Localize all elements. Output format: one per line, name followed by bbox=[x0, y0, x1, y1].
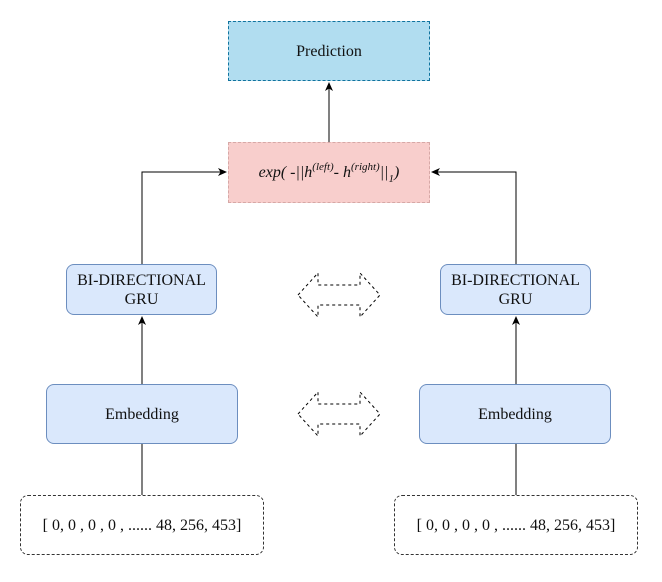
right-gru-label: BI-DIRECTIONAL GRU bbox=[451, 271, 580, 308]
right-embedding-label: Embedding bbox=[478, 405, 552, 423]
left-input-box: [ 0, 0 , 0 , 0 , ...... 48, 256, 453] bbox=[20, 495, 264, 555]
right-input-box: [ 0, 0 , 0 , 0 , ...... 48, 256, 453] bbox=[394, 495, 638, 555]
right-input-sequence: [ 0, 0 , 0 , 0 , ...... 48, 256, 453] bbox=[416, 516, 616, 534]
similarity-box: exp( -||h(left)- h(right)||1) bbox=[228, 142, 430, 203]
left-embedding-box: Embedding bbox=[46, 384, 238, 444]
left-gru-box: BI-DIRECTIONAL GRU bbox=[66, 264, 217, 315]
left-input-sequence: [ 0, 0 , 0 , 0 , ...... 48, 256, 453] bbox=[42, 516, 242, 534]
left-embedding-label: Embedding bbox=[105, 405, 179, 423]
double-arrow-icon-gru bbox=[297, 271, 381, 319]
prediction-box: Prediction bbox=[228, 21, 430, 81]
similarity-formula: exp( -||h(left)- h(right)||1) bbox=[258, 161, 400, 185]
right-gru-box: BI-DIRECTIONAL GRU bbox=[440, 264, 591, 315]
arrow-left-gru-to-similarity bbox=[141, 168, 227, 264]
right-embedding-box: Embedding bbox=[419, 384, 611, 444]
left-gru-label: BI-DIRECTIONAL GRU bbox=[77, 271, 206, 308]
arrow-right-gru-to-similarity bbox=[431, 168, 517, 264]
double-arrow-icon-embedding bbox=[297, 390, 381, 438]
prediction-label: Prediction bbox=[296, 42, 362, 60]
